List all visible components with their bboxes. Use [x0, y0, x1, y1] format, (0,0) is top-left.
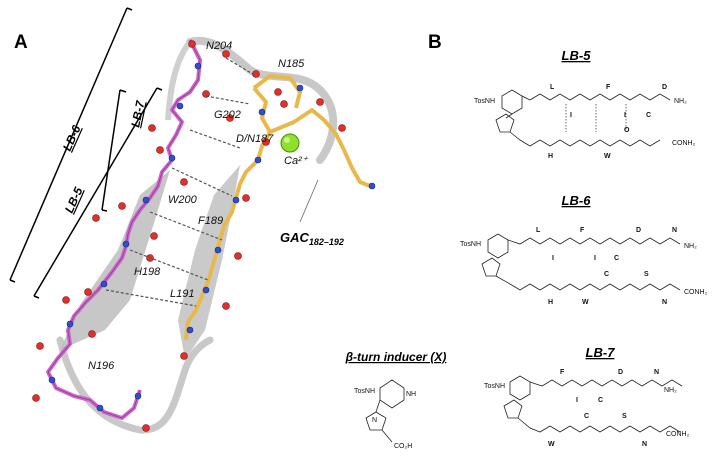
inducer-title: β-turn inducer (X)	[345, 350, 447, 364]
residue-f189: F189	[198, 215, 223, 227]
lb7-tosnh: TosNH	[484, 383, 505, 390]
lb6-bottom-1: H	[548, 299, 553, 306]
lb5-structure: TosNH L I F I C D NH₂ H W O CONH₂	[474, 84, 696, 160]
lb7-top-end: NH₂	[664, 387, 677, 394]
lb5-top-6: D	[662, 84, 667, 91]
lb6-top-2: I	[552, 255, 554, 262]
lb5-top-4: I	[624, 112, 626, 119]
lb5-top-1: L	[550, 84, 555, 91]
lb6-top-7: N	[672, 227, 677, 234]
lb7-bottom-4: N	[642, 441, 647, 448]
bracket-lb6	[9, 7, 133, 283]
bracket-lb7	[101, 89, 127, 212]
residue-l191: L191	[170, 288, 194, 300]
lb7-top-5: N	[654, 369, 659, 376]
gac-leader-line	[299, 179, 319, 223]
lb5-bottom-end: CONH₂	[672, 140, 696, 147]
lb7-structure: TosNH F I C D N NH₂ W C S N CONH₂	[484, 369, 690, 448]
lb6-top-3: F	[580, 227, 585, 234]
inducer-structure: TosNH NH N CO₂H	[354, 379, 416, 450]
lb7-bottom-end: CONH₂	[666, 431, 690, 438]
lb6-title: LB-6	[562, 193, 592, 208]
lb6-top-6: D	[636, 227, 641, 234]
lb7-bottom-3: S	[622, 413, 627, 420]
panel-b-label: B	[428, 32, 442, 53]
lb6-top-4: I	[594, 255, 596, 262]
lb7-bottom-1: W	[548, 441, 555, 448]
lb5-top-5: C	[646, 112, 651, 119]
lb6-bottom-5: N	[662, 299, 667, 306]
lb7-top-1: F	[560, 369, 565, 376]
gac-label: GAC182–192	[280, 230, 344, 247]
lb6-structure: TosNH L I F I C D N NH₂ H W C S N CONH₂	[460, 227, 708, 306]
lb6-top-5: C	[614, 255, 619, 262]
lb7-top-2: I	[576, 397, 578, 404]
lb5-bottom-1: H	[548, 153, 553, 160]
residue-dn187: D/N187	[236, 133, 274, 145]
yellow-strand	[184, 74, 371, 341]
residue-g202: G202	[214, 109, 241, 121]
residue-n185: N185	[278, 58, 305, 70]
panel-a-label: A	[14, 32, 28, 53]
lb6-bottom-4: S	[644, 271, 649, 278]
residue-h198: H198	[134, 266, 161, 278]
bracket-lb5-label: LB-5	[62, 185, 86, 215]
lb5-bottom-2: W	[604, 153, 611, 160]
lb5-top-end: NH₂	[674, 98, 687, 105]
lb7-title: LB-7	[586, 345, 616, 360]
lb7-top-3: C	[598, 397, 603, 404]
lb7-top-4: D	[618, 369, 623, 376]
lb7-bottom-2: C	[584, 413, 589, 420]
calcium-ion	[280, 133, 300, 153]
inducer-tosnh: TosNH	[354, 388, 375, 395]
lb6-bottom-3: C	[604, 271, 609, 278]
lb5-bottom-3: O	[624, 127, 630, 134]
lb5-top-2: I	[570, 112, 572, 119]
lb5-top-3: F	[606, 84, 611, 91]
residue-w200: W200	[168, 194, 198, 206]
inducer-n: N	[372, 417, 377, 424]
lb6-bottom-2: W	[582, 299, 589, 306]
hydrogen-bonds	[105, 57, 257, 307]
blue-atoms	[48, 62, 376, 412]
residue-n196: N196	[88, 360, 115, 372]
lb6-top-1: L	[536, 227, 541, 234]
ca-label: Ca²⁺	[284, 155, 309, 167]
pink-strand	[46, 39, 202, 420]
inducer-nh: NH	[406, 391, 416, 398]
inducer-co2h: CO₂H	[394, 443, 412, 450]
bracket-lb5	[33, 87, 163, 299]
lb6-tosnh: TosNH	[460, 241, 481, 248]
residue-n204: N204	[206, 40, 232, 52]
bracket-lb6-label: LB-6	[60, 123, 84, 153]
lb6-bottom-end: CONH₂	[684, 289, 708, 296]
bracket-lb7-label: LB-7	[128, 98, 148, 128]
lb6-top-end: NH₂	[684, 243, 697, 250]
lb5-title: LB-5	[562, 48, 592, 63]
lb5-tosnh: TosNH	[474, 98, 495, 105]
